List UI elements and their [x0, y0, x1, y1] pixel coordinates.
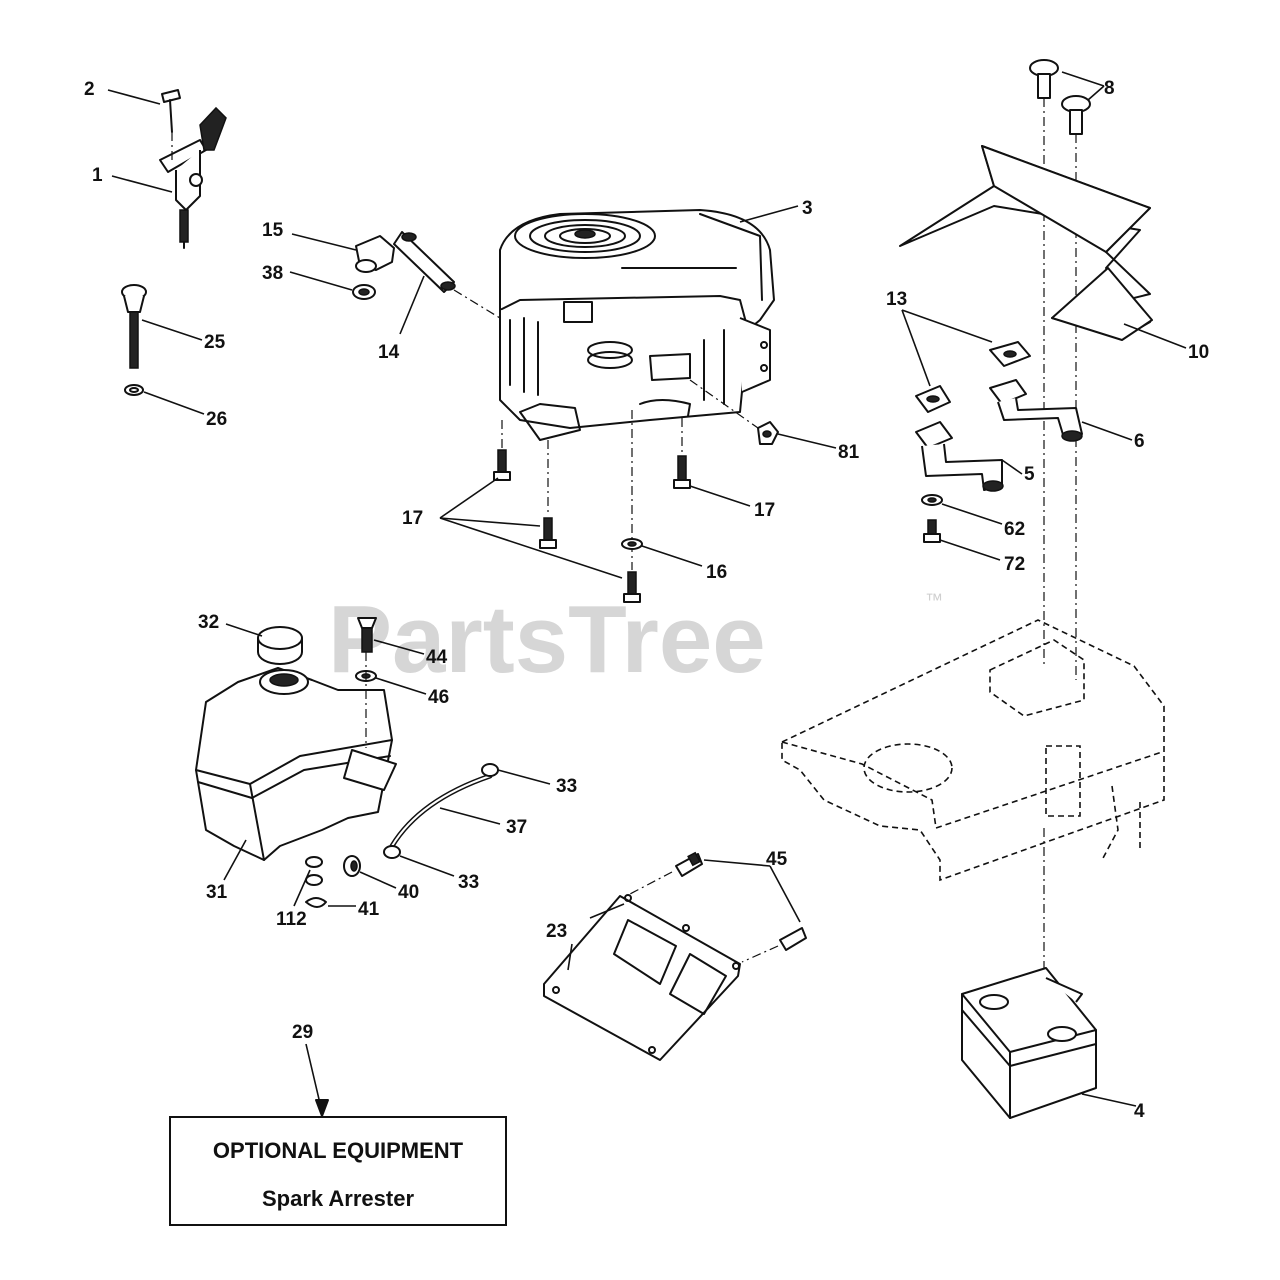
tank-fitting-part[interactable] — [305, 856, 327, 908]
shield-plate-part[interactable] — [543, 894, 741, 1061]
fitting-nut-part[interactable] — [352, 284, 376, 300]
hose-clamp-part[interactable] — [383, 763, 499, 859]
callout-17-left: 17 — [402, 508, 423, 529]
callout-8: 8 — [1104, 78, 1115, 99]
callout-41: 41 — [358, 899, 380, 920]
callout-62: 62 — [1004, 519, 1025, 540]
throttle-screw-part[interactable] — [161, 89, 181, 160]
tank-screw-part[interactable] — [357, 617, 377, 653]
callout-31: 31 — [206, 882, 228, 903]
callout-81: 81 — [838, 442, 860, 463]
callout-5: 5 — [1024, 464, 1035, 485]
tractor-frame — [781, 619, 1165, 882]
callout-45: 45 — [766, 849, 788, 870]
callout-15: 15 — [262, 220, 284, 241]
callout-32: 32 — [198, 612, 219, 633]
spark-arrester-label: Spark Arrester — [262, 1186, 414, 1211]
throttle-control-part[interactable] — [159, 106, 227, 249]
callout-10: 10 — [1188, 342, 1209, 363]
exhaust-pipe-right-part[interactable] — [989, 379, 1083, 442]
exhaust-gasket-part[interactable] — [915, 341, 1031, 413]
callout-33-bottom: 33 — [458, 872, 479, 893]
watermark: PartsTree — [328, 586, 766, 693]
callout-4: 4 — [1134, 1101, 1145, 1122]
engine-washer-part[interactable] — [621, 538, 643, 550]
exhaust-bolt-part[interactable] — [921, 494, 943, 543]
callout-44: 44 — [426, 647, 448, 668]
fuel-cap-part[interactable] — [257, 626, 303, 665]
engine-plug-part[interactable] — [757, 421, 779, 445]
watermark-trademark: ™ — [925, 590, 943, 610]
callout-37: 37 — [506, 817, 527, 838]
optional-equipment-box: OPTIONAL EQUIPMENT Spark Arrester — [169, 1116, 507, 1226]
callout-6: 6 — [1134, 431, 1145, 452]
fuel-tank-part[interactable] — [195, 667, 397, 861]
muffler-part[interactable] — [961, 967, 1097, 1119]
callout-38: 38 — [262, 263, 283, 284]
choke-washer-part[interactable] — [124, 384, 144, 396]
callout-112: 112 — [276, 909, 307, 930]
callout-16: 16 — [706, 562, 727, 583]
tank-bushing-part[interactable] — [343, 855, 361, 877]
exhaust-pipe-left-part[interactable] — [915, 421, 1004, 492]
callout-26: 26 — [206, 409, 227, 430]
heat-shield-part[interactable] — [899, 145, 1153, 341]
callout-33-top: 33 — [556, 776, 577, 797]
callout-13: 13 — [886, 289, 907, 310]
engine-part[interactable] — [499, 209, 775, 441]
callout-14: 14 — [378, 342, 400, 363]
callout-72: 72 — [1004, 554, 1025, 575]
fuel-hose-part[interactable] — [393, 231, 456, 293]
callout-29: 29 — [292, 1022, 313, 1043]
carriage-bolt-part[interactable] — [1029, 59, 1091, 135]
fuel-line-part[interactable] — [389, 773, 493, 849]
engine-bolt-part[interactable] — [493, 449, 691, 603]
shield-screw-part[interactable] — [675, 851, 807, 951]
callout-25: 25 — [204, 332, 226, 353]
callout-46: 46 — [428, 687, 449, 708]
callout-2: 2 — [84, 79, 95, 100]
callout-23: 23 — [546, 921, 567, 942]
callout-40: 40 — [398, 882, 419, 903]
choke-knob-part[interactable] — [121, 284, 147, 369]
callout-3: 3 — [802, 198, 813, 219]
optional-equipment-title: OPTIONAL EQUIPMENT — [213, 1138, 464, 1163]
elbow-fitting-part[interactable] — [355, 235, 395, 273]
callout-17-right: 17 — [754, 500, 775, 521]
callout-1: 1 — [92, 165, 103, 186]
